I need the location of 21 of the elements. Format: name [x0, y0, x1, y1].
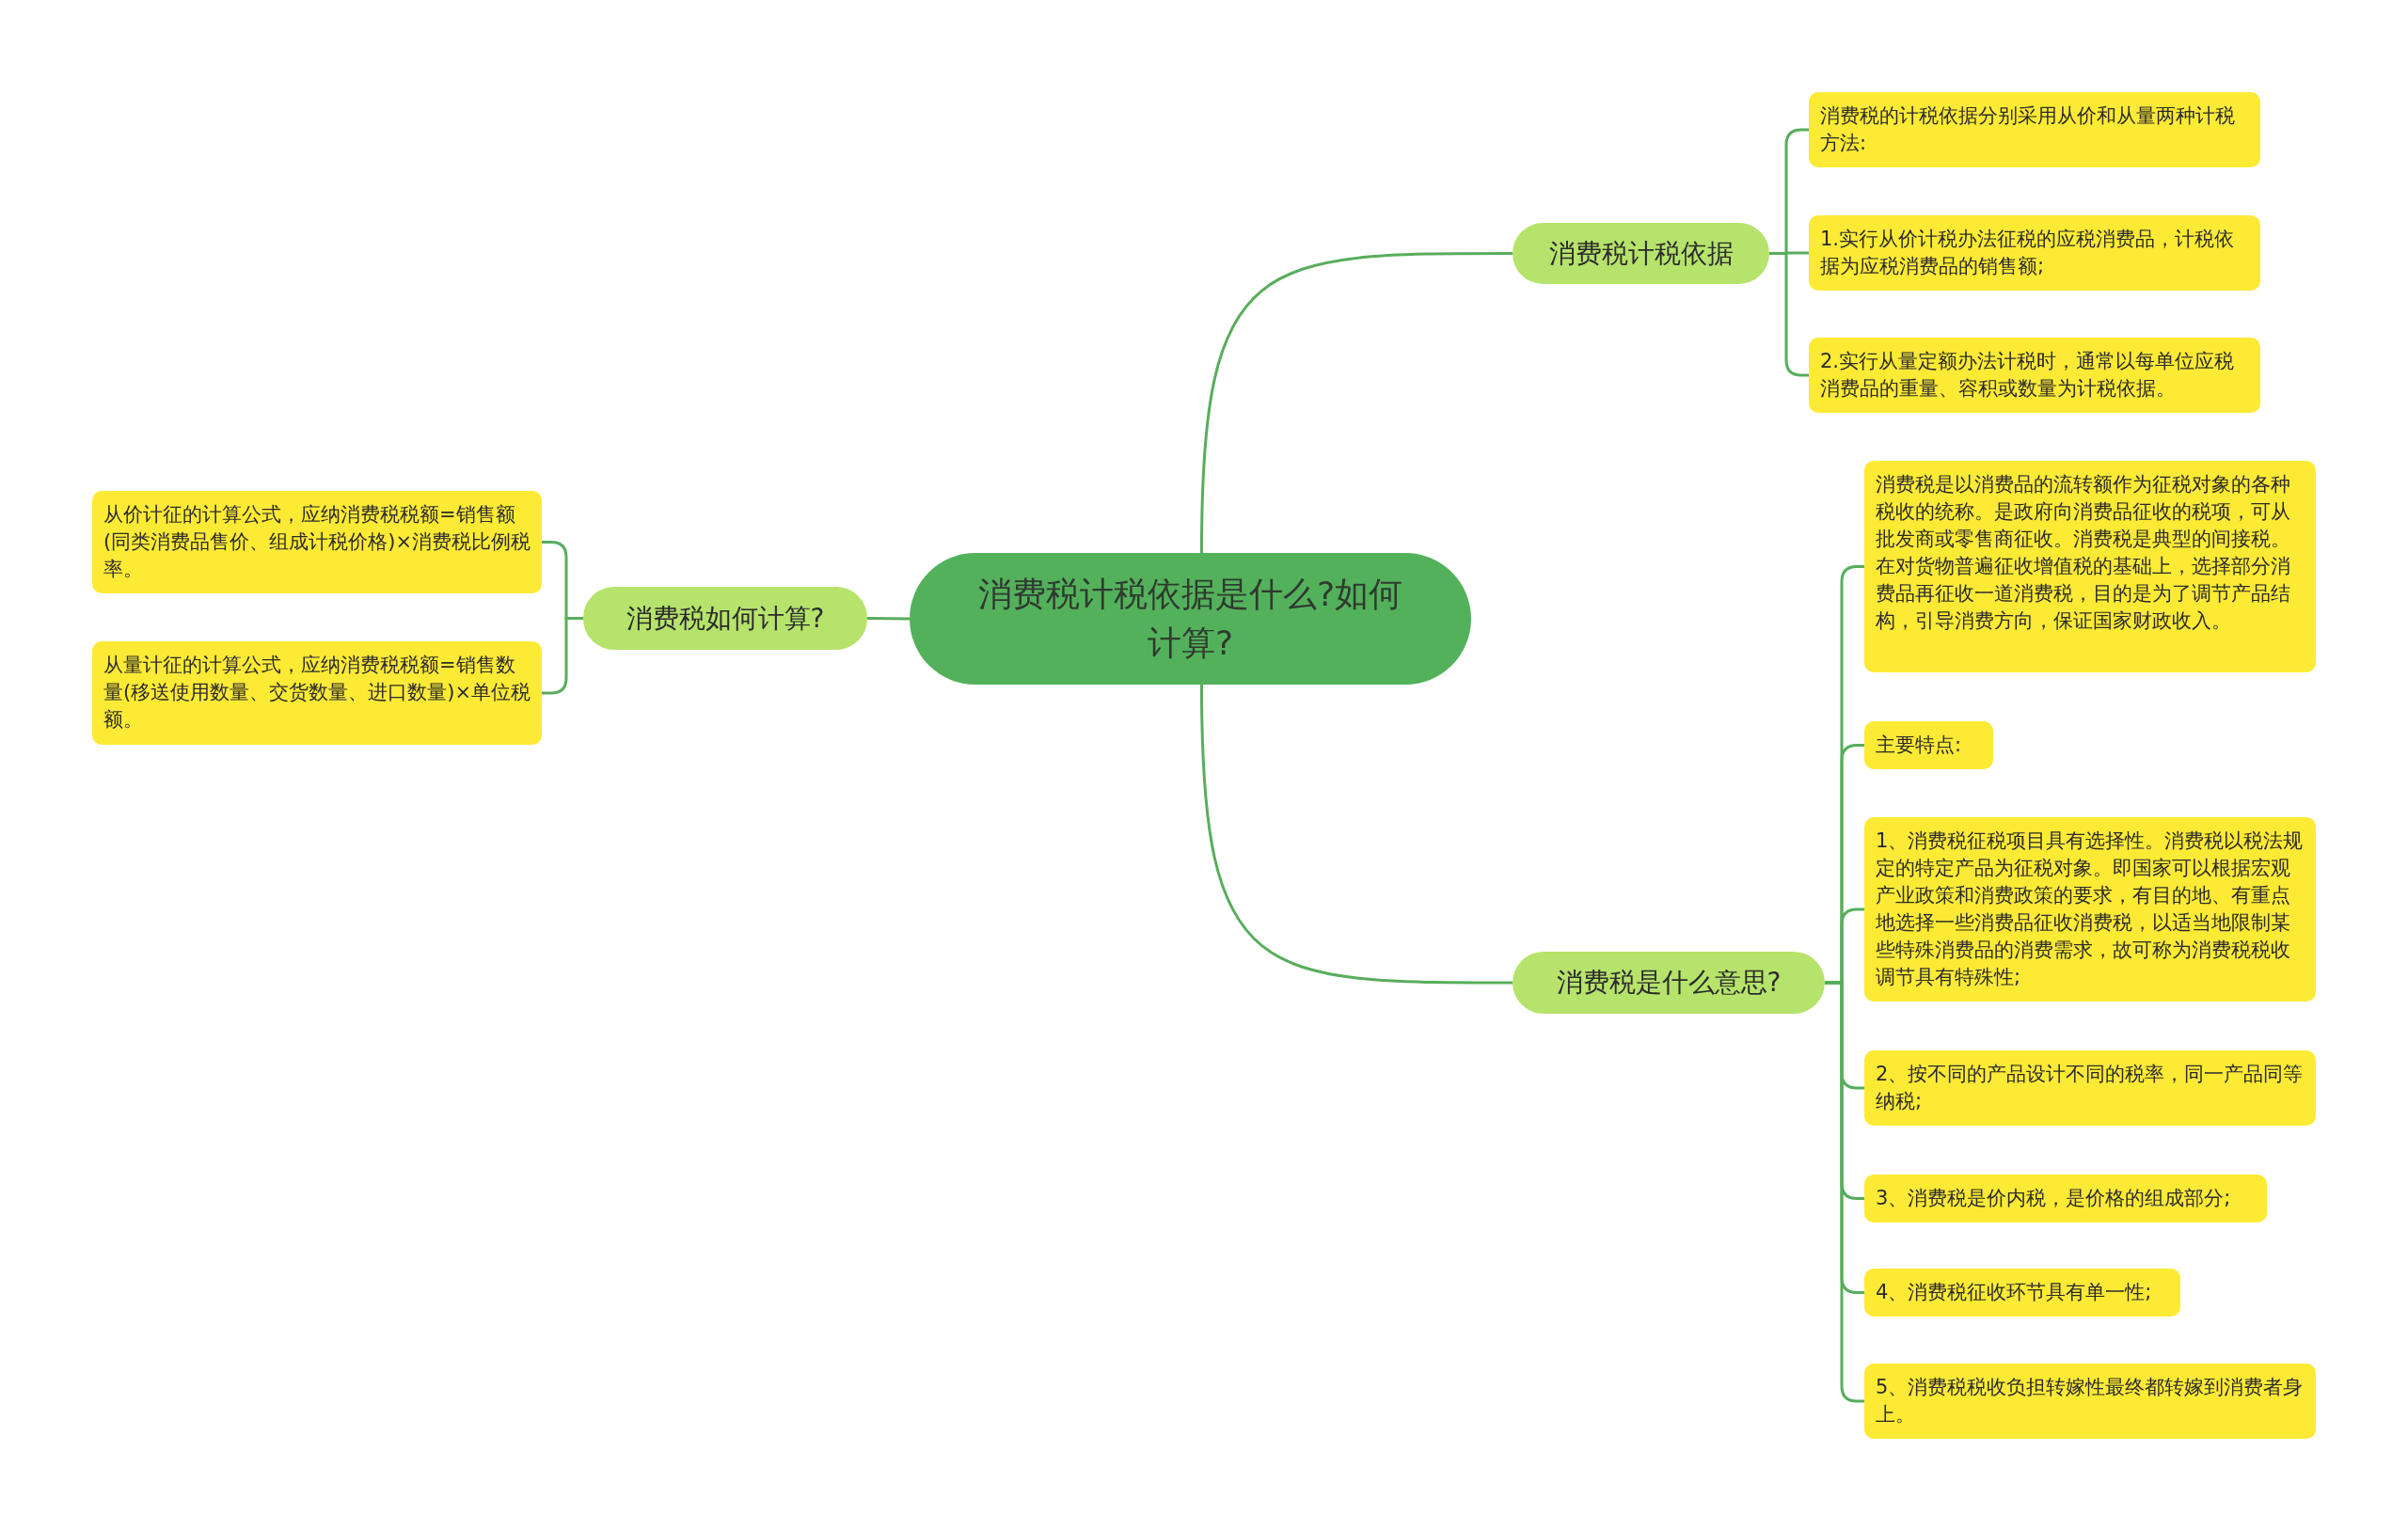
connector-line [1825, 981, 1864, 1403]
connector-line [1769, 252, 1809, 377]
note-box: 从价计征的计算公式，应纳消费税税额=销售额(同类消费品售价、组成计税价格)×消费税比例税率。 [92, 491, 542, 593]
note-box: 1.实行从价计税办法征税的应税消费品，计税依据为应税消费品的销售额; [1809, 215, 2260, 291]
connector-line [1199, 684, 1513, 985]
note-box: 2.实行从量定额办法计税时，通常以每单位应税消费品的重量、容积或数量为计税依据。 [1809, 338, 2260, 413]
note-box: 消费税的计税依据分别采用从价和从量两种计税方法: [1809, 92, 2260, 167]
note-box: 1、消费税征税项目具有选择性。消费税以税法规定的特定产品为征税对象。即国家可以根据宏观产业政策和消费政策的要求，有目的地、有重点地选择一些消费品征收消费税，以适当地限制某些特殊消费品的消费需求，故可称为消费税税收调节具有特殊性; [1864, 817, 2316, 1002]
note-box: 4、消费税征收环节具有单一性; [1864, 1269, 2180, 1317]
note-box: 2、按不同的产品设计不同的税率，同一产品同等纳税; [1864, 1050, 2316, 1126]
connector-line [1199, 252, 1513, 554]
topic-box: 消费税计税依据 [1513, 223, 1769, 284]
connector-line [867, 617, 910, 621]
note-box: 从量计征的计算公式，应纳消费税税额=销售数量(移送使用数量、交货数量、进口数量)×单位税额。 [92, 641, 542, 745]
topic-box: 消费税如何计算? [583, 587, 867, 650]
central-topic: 消费税计税依据是什么?如何计算? [910, 553, 1471, 685]
note-box: 消费税是以消费品的流转额作为征税对象的各种税收的统称。是政府向消费品征收的税项，可从批发商或零售商征收。消费税是典型的间接税。在对货物普遍征收增值税的基础上，选择部分消费品再征收一道消费税，目的是为了调节产品结构，引导消费方向，保证国家财政收入。 [1864, 461, 2316, 672]
note-box: 5、消费税税收负担转嫁性最终都转嫁到消费者身上。 [1864, 1364, 2316, 1439]
note-box: 3、消费税是价内税，是价格的组成部分; [1864, 1175, 2267, 1222]
topic-box: 消费税是什么意思? [1513, 952, 1825, 1014]
note-box: 主要特点: [1864, 721, 1993, 769]
